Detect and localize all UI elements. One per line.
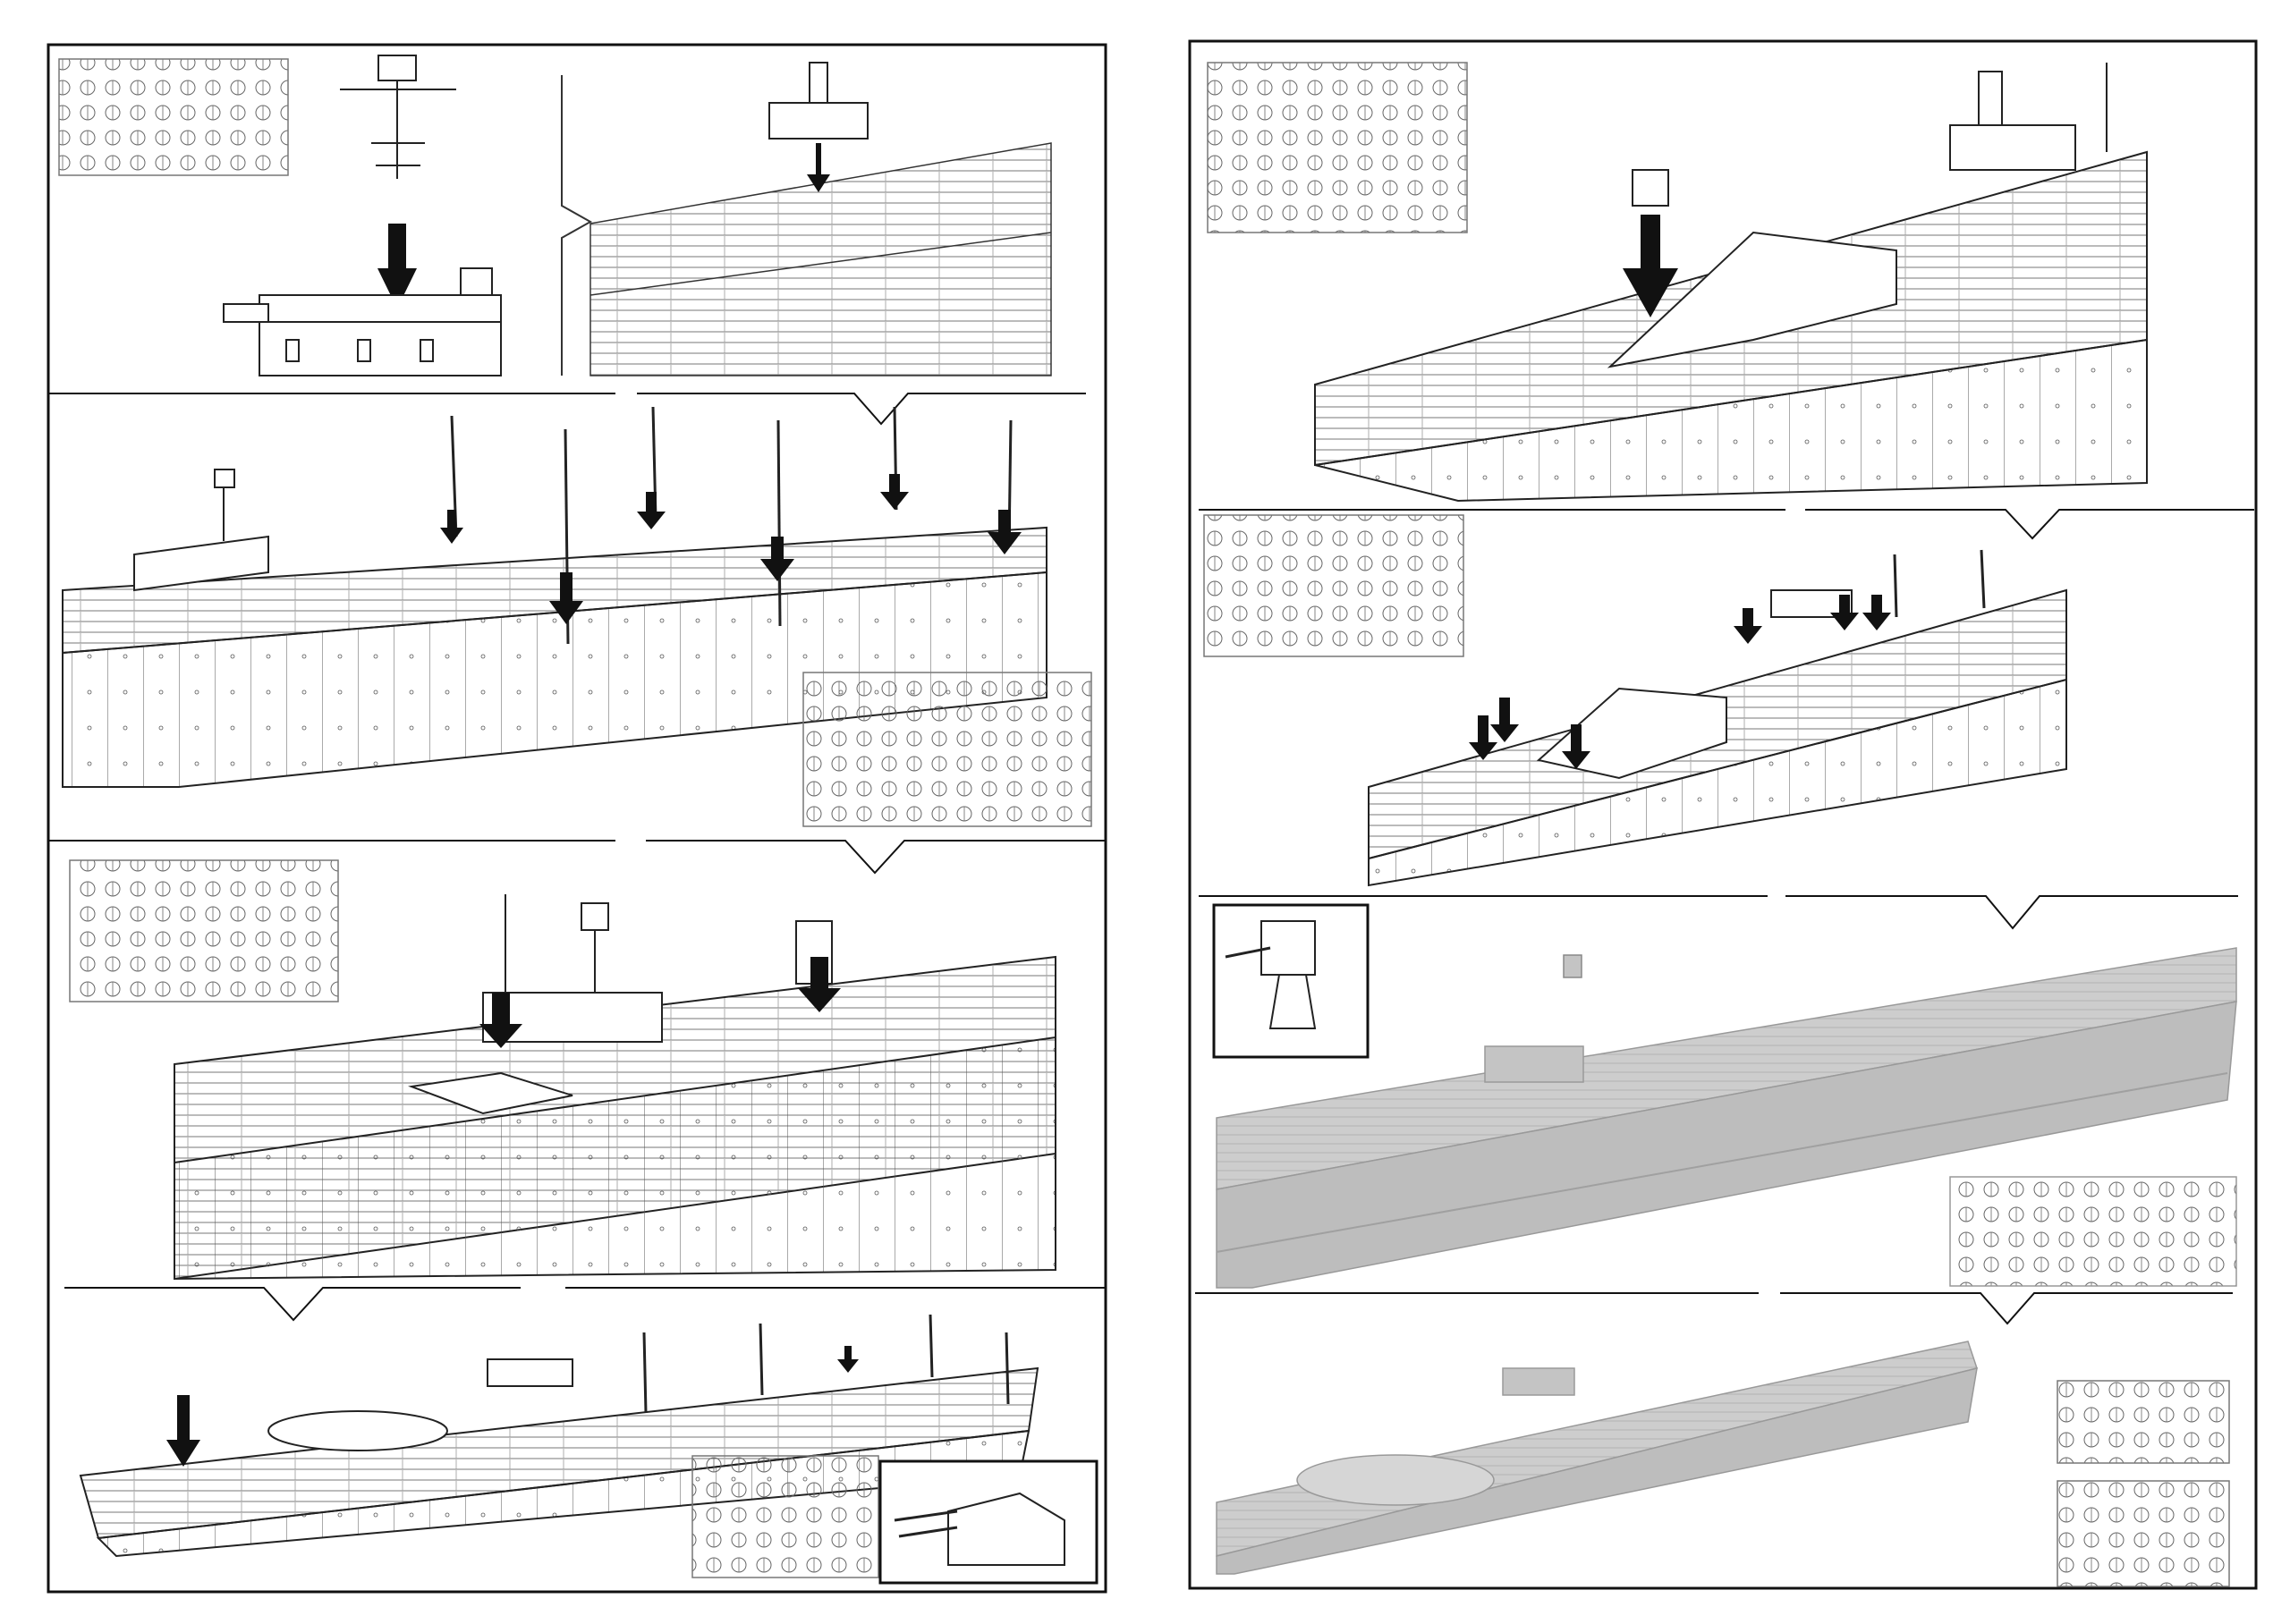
- bridge-island: [223, 267, 502, 376]
- bow-deck-closeup: [1314, 150, 2148, 503]
- gun-turret-inset: [878, 1459, 1098, 1585]
- mast-assembly: [340, 55, 456, 179]
- step-L1: [58, 55, 1052, 376]
- rendered-ship-gray: [1216, 947, 2237, 1289]
- flight-deck-detail: [589, 62, 1052, 376]
- callout-divider: [561, 75, 593, 376]
- aa-gun-mounts: [642, 1314, 1010, 1414]
- step-R1: [1207, 62, 2148, 503]
- photo-etch-fret: [691, 1455, 879, 1578]
- photo-etch-fret-bottom: [2057, 1480, 2230, 1587]
- flight-deck-side-view: [62, 469, 1047, 788]
- arrows: [166, 1346, 859, 1467]
- photo-etch-fret: [1207, 62, 1468, 233]
- aa-gun-mounts: [1893, 549, 1986, 618]
- step-R4: [1216, 1341, 2230, 1587]
- step-R2: [1203, 514, 2067, 887]
- aa-gun-inset: [1212, 903, 1370, 1059]
- deck-closeup: [174, 955, 1056, 1281]
- step-divider: [48, 393, 1086, 426]
- left-page: [47, 43, 1107, 1594]
- step-divider: [48, 840, 1106, 875]
- photo-etch-fret-top: [2057, 1380, 2230, 1464]
- photo-etch-fret: [1203, 514, 1464, 657]
- photo-etch-fret: [58, 58, 289, 176]
- photo-etch-fret: [1949, 1176, 2237, 1287]
- step-L3: [69, 859, 1056, 1281]
- step-L2: [62, 406, 1092, 827]
- island-superstructure: [1632, 63, 2108, 207]
- arrow-down: [1623, 215, 1678, 317]
- step-divider: [1199, 509, 2254, 540]
- step-L4: [79, 1314, 1098, 1585]
- photo-etch-fret: [69, 859, 339, 1002]
- arrow-down: [377, 224, 417, 309]
- arrows: [479, 957, 841, 1048]
- arrows: [1469, 595, 1891, 769]
- right-page: [1188, 39, 2258, 1590]
- rendered-ship-gray-finished: [1216, 1341, 1978, 1575]
- step-divider: [1195, 1292, 2233, 1325]
- step-R3: [1212, 903, 2237, 1289]
- photo-etch-fret: [802, 672, 1092, 827]
- step-divider: [1199, 895, 2238, 930]
- step-divider: [64, 1287, 1106, 1322]
- island-and-mast: [482, 894, 833, 1043]
- arrows: [440, 474, 1022, 624]
